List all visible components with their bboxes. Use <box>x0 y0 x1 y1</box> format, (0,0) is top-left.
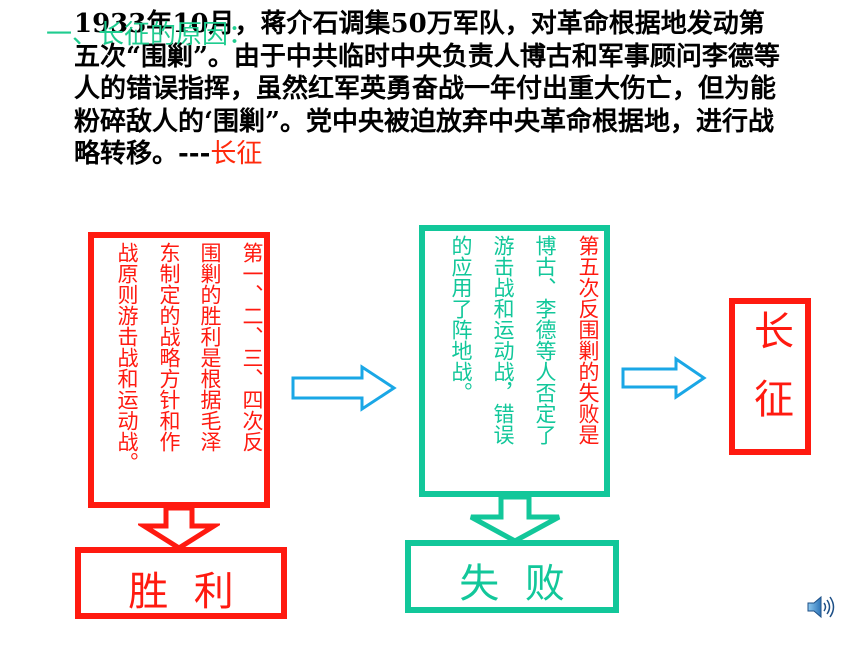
victory-col-1: 第一、二、三、四次反 <box>240 242 264 452</box>
failure-col-1: 第五次反围剿的失败是 <box>576 235 600 445</box>
right-arrow-2-icon <box>621 356 707 400</box>
victory-reason-box: 第一、二、三、四次反 围剿的胜利是根据毛泽 东制定的战略方针和作 战原则游击战和… <box>88 232 270 508</box>
failure-col-3: 游击战和运动战，错误 <box>491 235 515 445</box>
section-heading: 一、长征的原因： <box>46 20 255 50</box>
victory-col-2: 围剿的胜利是根据毛泽 <box>198 242 222 452</box>
failure-result-box: 失 败 <box>405 540 619 613</box>
failure-reason-box: 第五次反围剿的失败是 博古、李德等人否定了 游击战和运动战，错误 的应用了阵地战… <box>419 225 610 497</box>
victory-result-box: 胜 利 <box>75 547 287 619</box>
down-arrow-mid-icon <box>469 497 561 543</box>
long-march-label: 长征 <box>747 310 793 446</box>
victory-col-3: 东制定的战略方针和作 <box>157 242 181 452</box>
failure-label: 失 败 <box>459 561 565 607</box>
long-march-box: 长征 <box>729 298 811 455</box>
down-arrow-left-icon <box>138 508 220 550</box>
victory-label: 胜 利 <box>128 569 234 615</box>
intro-tail: 长征 <box>210 139 263 169</box>
intro-text: 1933年10月，蒋介石调集50万军队，对革命根据地发动第五次“围剿”。由于中共… <box>74 9 780 169</box>
right-arrow-1-icon <box>291 364 397 412</box>
failure-col-4: 的应用了阵地战。 <box>449 235 473 403</box>
intro-paragraph: 一、长征的原因： 1933年10月，蒋介石调集50万军队，对革命根据地发动第五次… <box>46 8 789 171</box>
speaker-icon[interactable] <box>806 594 838 620</box>
victory-col-4: 战原则游击战和运动战。 <box>115 242 139 473</box>
failure-col-2: 博古、李德等人否定了 <box>533 235 557 445</box>
